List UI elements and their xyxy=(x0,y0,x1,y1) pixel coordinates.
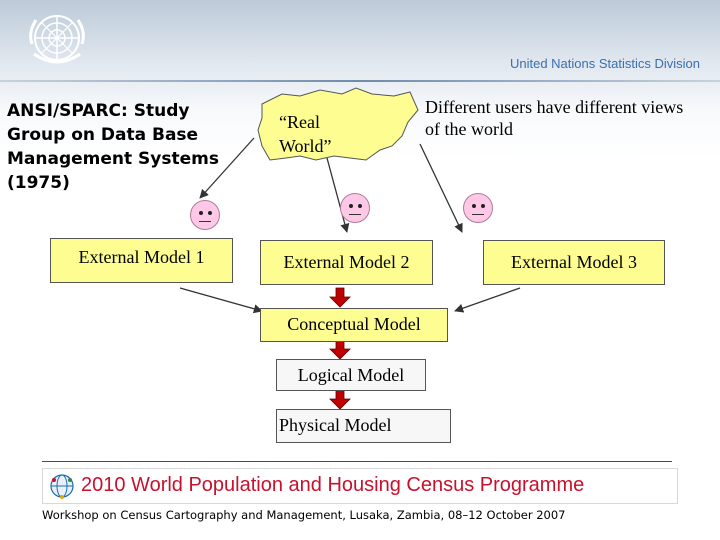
census-globe-icon xyxy=(50,474,74,499)
census-banner-text: 2010 World Population and Housing Census… xyxy=(81,474,585,496)
header-divider xyxy=(0,80,720,82)
eye-icon xyxy=(349,204,353,208)
real-world-blob xyxy=(257,87,419,161)
study-group-title: ANSI/SPARC: Study Group on Data Base Man… xyxy=(7,101,219,193)
external-model-2: External Model 2 xyxy=(260,240,433,285)
eye-icon xyxy=(199,211,203,215)
down-arrow-1 xyxy=(329,287,351,308)
down-arrow-3 xyxy=(329,389,351,410)
arrow-to-user-3 xyxy=(419,143,463,233)
mouth-icon xyxy=(199,221,211,222)
census-banner: 2010 World Population and Housing Census… xyxy=(42,468,678,504)
physical-model-box: Physical Model xyxy=(276,409,451,443)
logical-model-box: Logical Model xyxy=(276,359,426,391)
views-note: Different users have different views of … xyxy=(425,97,684,139)
un-emblem-icon xyxy=(29,15,85,64)
arrow-to-user-1 xyxy=(199,137,255,199)
down-arrow-2 xyxy=(329,339,351,360)
real-world-label: “Real World” xyxy=(279,112,332,156)
external-model-3: External Model 3 xyxy=(483,240,665,285)
workshop-caption: Workshop on Census Cartography and Manag… xyxy=(42,508,566,522)
arrow-ext3-to-conceptual xyxy=(454,287,521,313)
user-face-icon xyxy=(190,200,220,230)
external-model-1: External Model 1 xyxy=(50,238,233,283)
org-name: United Nations Statistics Division xyxy=(509,56,700,71)
mouth-icon xyxy=(349,214,361,215)
arrow-to-user-2 xyxy=(326,157,350,233)
arrow-ext1-to-conceptual xyxy=(179,287,263,314)
footer-rule xyxy=(42,461,672,462)
eye-icon xyxy=(472,204,476,208)
user-face-icon xyxy=(340,193,370,223)
eye-icon xyxy=(358,204,362,208)
eye-icon xyxy=(208,211,212,215)
mouth-icon xyxy=(472,214,484,215)
conceptual-model-box: Conceptual Model xyxy=(260,308,448,342)
user-face-icon xyxy=(463,193,493,223)
eye-icon xyxy=(481,204,485,208)
